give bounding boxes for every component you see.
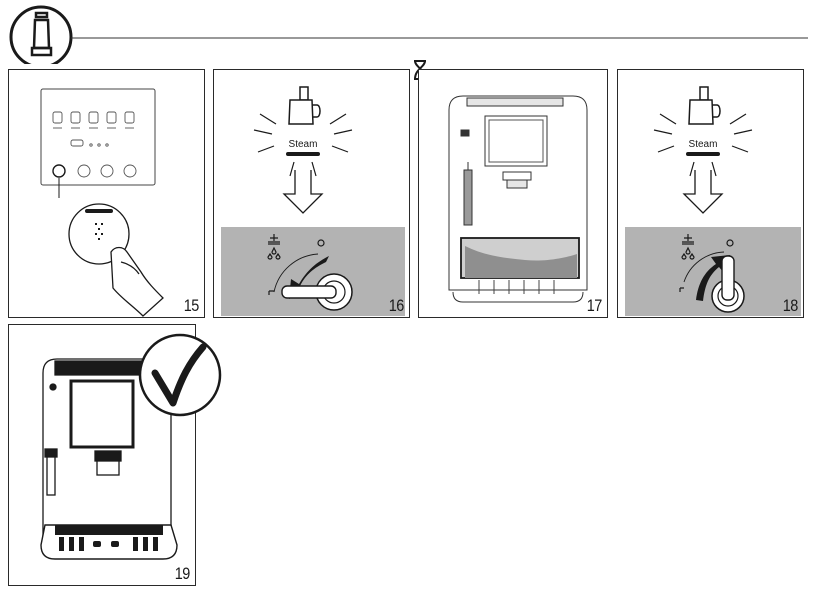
- step-panel-19: 19: [8, 324, 222, 586]
- control-panel: [40, 88, 156, 186]
- step-panel-15: 15: [8, 69, 205, 318]
- checkmark-icon: [138, 333, 222, 417]
- step-number: 15: [183, 296, 200, 315]
- steam-label: Steam: [689, 139, 718, 150]
- step-number: 18: [782, 296, 799, 315]
- steam-knob-symbols: [679, 234, 734, 292]
- milk-jug-icon: [688, 86, 721, 125]
- milk-jug-icon: [288, 86, 321, 125]
- finger-icon: [110, 246, 164, 317]
- step-panel-16: Steam 16: [213, 69, 410, 318]
- rotation-arc: [273, 253, 319, 293]
- steam-label: Steam: [289, 139, 318, 150]
- step-number: 17: [586, 296, 603, 315]
- step-panel-18: Steam 18: [617, 69, 804, 318]
- gray-panel: [221, 227, 405, 316]
- steam-knob: [711, 255, 745, 313]
- drip-tray: [452, 237, 584, 303]
- coffee-machine: [42, 358, 172, 544]
- steam-knob: [281, 273, 353, 311]
- down-arrow: [282, 170, 324, 214]
- milk-tube-icon: [9, 5, 73, 64]
- step-panel-17: 17: [418, 69, 608, 318]
- steam-knob-symbols: [267, 234, 325, 295]
- steam-indicator-rays: [253, 113, 353, 177]
- down-arrow: [682, 170, 724, 214]
- step-number: 19: [174, 564, 191, 583]
- header-row: [9, 5, 808, 64]
- step-number: 16: [388, 296, 405, 315]
- drip-tray: [40, 524, 178, 560]
- rotation-arc: [683, 251, 725, 283]
- steam-indicator-rays: [653, 113, 753, 177]
